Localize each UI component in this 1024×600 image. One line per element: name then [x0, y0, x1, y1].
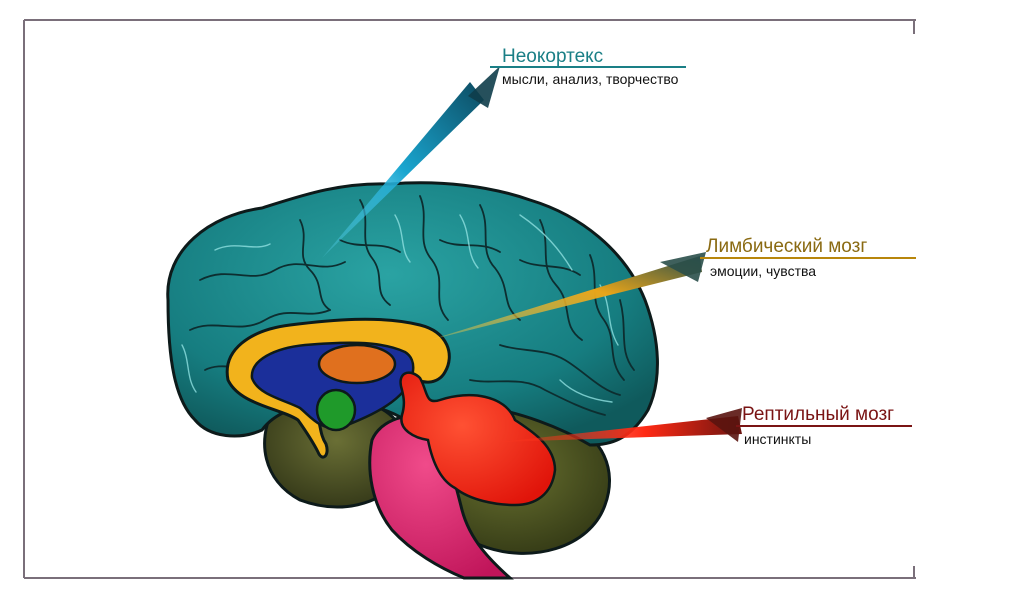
reptilian-pointer	[500, 416, 742, 442]
limbic-title: Лимбический мозг	[706, 236, 867, 257]
reptilian-label: Рептильный мозг инстинкты	[742, 404, 894, 447]
neocortex-title: Неокортекс	[502, 46, 603, 67]
neocortex-label: Неокортекс мысли, анализ, творчество	[502, 46, 679, 87]
limbic-label: Лимбический мозг эмоции, чувства	[706, 236, 867, 279]
limbic-subtitle: эмоции, чувства	[710, 263, 816, 279]
neocortex-pointer-fin	[468, 66, 500, 108]
neocortex-subtitle: мысли, анализ, творчество	[502, 71, 679, 87]
limbic-pointer-fin	[660, 252, 706, 282]
reptilian-brain	[399, 371, 557, 507]
thalamus	[317, 343, 397, 385]
reptilian-title: Рептильный мозг	[742, 404, 894, 425]
limbic-pointer	[430, 256, 702, 340]
reptilian-subtitle: инстинкты	[744, 431, 811, 447]
neocortex-pointer	[322, 82, 484, 258]
reptilian-pointer-fin	[706, 408, 742, 442]
amygdala	[315, 388, 357, 432]
